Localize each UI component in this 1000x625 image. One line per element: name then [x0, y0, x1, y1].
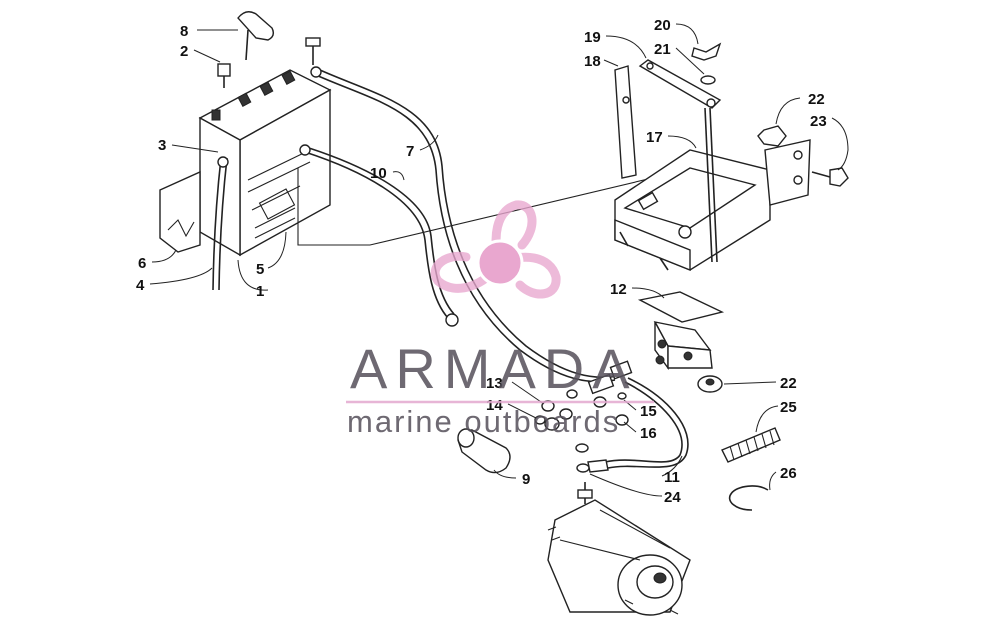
callout-2: 2 — [180, 43, 188, 60]
battery-bracket — [159, 170, 201, 253]
callout-23: 23 — [810, 113, 827, 130]
cable-11 — [576, 377, 689, 473]
bolt-23 — [811, 167, 849, 187]
watermark: ARMADA marine outboards — [346, 200, 654, 439]
callout-16: 16 — [640, 425, 657, 442]
callout-22-lower: 22 — [780, 375, 797, 392]
leader-lines — [149, 23, 849, 497]
starter-motor — [547, 482, 691, 616]
callout-9: 9 — [522, 471, 530, 488]
wing-nut — [691, 42, 722, 61]
callout-1: 1 — [256, 283, 264, 300]
propeller-logo-icon — [430, 200, 561, 299]
callout-18: 18 — [584, 53, 601, 70]
callout-11: 11 — [664, 469, 680, 486]
washer-21 — [700, 75, 716, 85]
nut-22-lower — [697, 375, 723, 393]
cable-7 — [305, 37, 619, 383]
battery-tray — [614, 139, 811, 272]
callout-22-upper: 22 — [808, 91, 825, 108]
callout-7: 7 — [406, 143, 414, 160]
watermark-brand: ARMADA — [350, 337, 638, 400]
cable-10 — [299, 144, 459, 327]
callout-8: 8 — [180, 23, 188, 40]
callout-10: 10 — [370, 165, 387, 182]
battery-bolt — [217, 63, 231, 88]
assembly-lines — [297, 168, 666, 246]
terminal-boot-9 — [457, 428, 511, 474]
callout-24: 24 — [664, 489, 681, 506]
battery — [198, 69, 332, 291]
callout-4: 4 — [136, 277, 145, 294]
hold-down-rod — [704, 107, 718, 263]
callout-5: 5 — [256, 261, 264, 278]
solenoid — [587, 291, 725, 395]
watermark-tagline: marine outboards — [347, 404, 620, 439]
callout-25: 25 — [780, 399, 797, 416]
washer-24 — [575, 443, 589, 453]
callout-15: 15 — [640, 403, 657, 420]
terminal-boot — [237, 11, 275, 61]
nut-22-upper — [757, 125, 787, 147]
hold-down-bar — [638, 59, 722, 109]
callout-26: 26 — [780, 465, 797, 482]
callout-13: 13 — [486, 375, 503, 392]
callout-17: 17 — [646, 129, 663, 146]
callout-12: 12 — [610, 281, 627, 298]
callout-6: 6 — [138, 255, 146, 272]
circlip — [728, 485, 769, 511]
callout-19: 19 — [584, 29, 601, 46]
callout-3: 3 — [158, 137, 166, 154]
callout-21: 21 — [654, 41, 671, 58]
small-hardware — [534, 389, 629, 431]
strap — [614, 65, 637, 179]
callout-labels: 8 2 3 6 4 5 1 7 10 19 18 20 21 17 22 23 … — [136, 17, 827, 506]
spring — [721, 427, 781, 463]
callout-20: 20 — [654, 17, 671, 34]
